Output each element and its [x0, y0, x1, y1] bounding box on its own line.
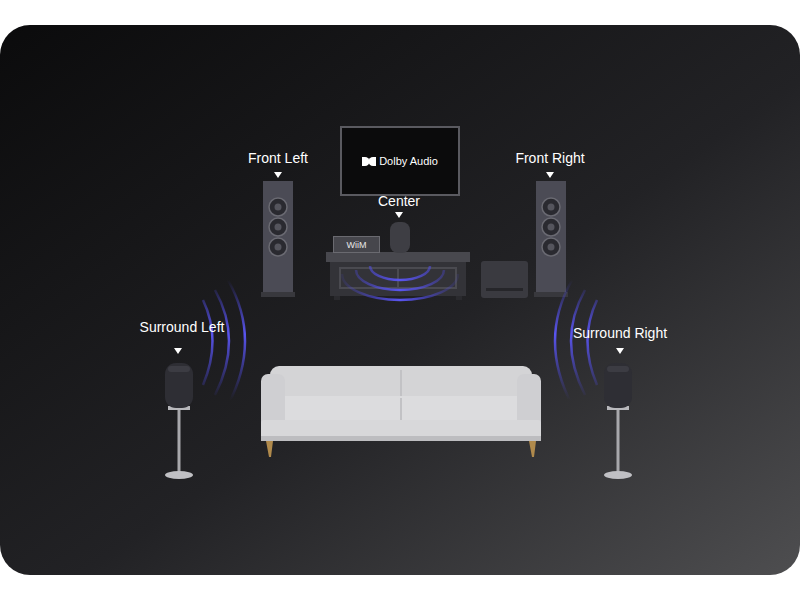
front-left-speaker [261, 181, 295, 297]
speaker-label: Surround Left [140, 319, 225, 336]
surround-left-speaker [165, 363, 193, 479]
background-panel [0, 25, 800, 575]
node-text: Dolby Audio [379, 155, 438, 167]
label-pointers [174, 172, 624, 354]
subwoofer [481, 261, 528, 298]
dolby-logo [362, 157, 376, 166]
speaker-label: Front Right [515, 150, 584, 167]
wiim-device: WiiM [333, 236, 380, 253]
tv-console [326, 252, 470, 300]
center-sound-waves [342, 266, 458, 300]
dolby-logo-right [369, 157, 377, 166]
surround-right-speaker [604, 363, 632, 479]
front-right-speaker [534, 181, 568, 297]
speaker-label: Front Left [248, 150, 308, 167]
node-text: WiiM [347, 240, 367, 250]
center-speaker [390, 222, 410, 253]
speaker-label: Surround Right [573, 325, 667, 342]
speaker-label: Center [378, 193, 420, 210]
dolby-logo-left [362, 157, 370, 166]
sofa [261, 366, 541, 457]
tv-screen: Dolby Audio [340, 126, 460, 196]
